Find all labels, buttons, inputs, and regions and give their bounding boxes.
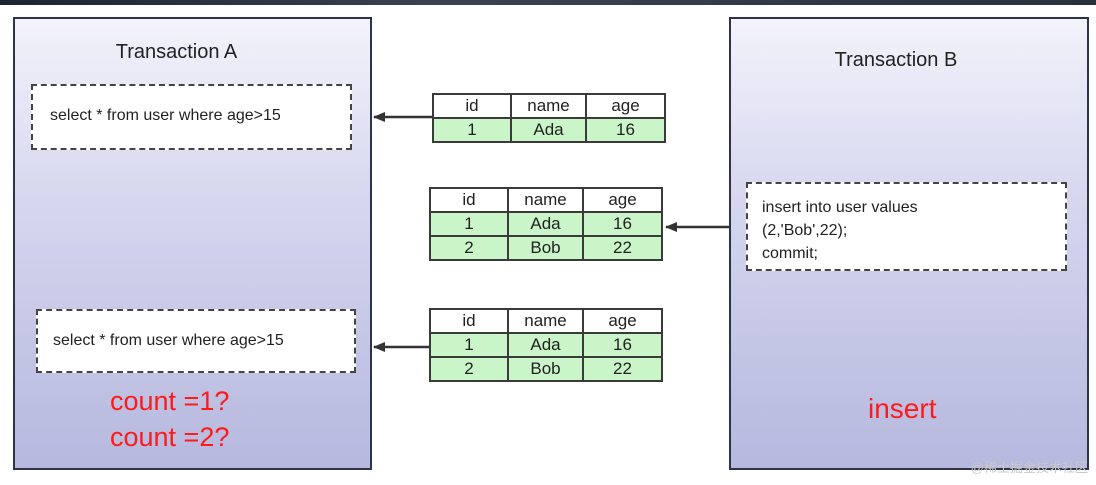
sql-line: insert into user values	[762, 199, 918, 216]
user-table-before-insert: id name age 1 Ada 16	[432, 93, 666, 143]
top-band	[0, 0, 1096, 5]
transaction-a-first-query: select * from user where age>15	[31, 84, 352, 150]
transaction-a-title: Transaction A	[115, 41, 238, 63]
table-cell: 2	[429, 235, 509, 261]
header-cell: age	[582, 308, 663, 334]
header-cell: name	[510, 93, 587, 119]
header-cell: age	[582, 187, 663, 213]
header-cell: age	[585, 93, 666, 119]
table-header-row: id name age	[432, 93, 666, 119]
header-cell: name	[507, 187, 584, 213]
header-cell: name	[507, 308, 584, 334]
table-cell: Ada	[510, 117, 587, 143]
header-cell: id	[429, 187, 509, 213]
table-cell: Ada	[507, 211, 584, 237]
count-one-label: count =1?	[110, 386, 230, 416]
transaction-a-second-query: select * from user where age>15	[36, 309, 356, 373]
count-two-label: count =2?	[110, 422, 230, 452]
table-cell: 1	[429, 211, 509, 237]
table-cell: 16	[585, 117, 666, 143]
table-cell: 22	[582, 235, 663, 261]
table-row: 1 Ada 16	[429, 332, 663, 358]
transaction-b-title: Transaction B	[834, 49, 958, 71]
table-header-row: id name age	[429, 187, 663, 213]
table-cell: 22	[582, 356, 663, 382]
sql-line: commit;	[762, 245, 818, 262]
table-row: 1 Ada 16	[432, 117, 666, 143]
transaction-b-insert-sql: insert into user values (2,'Bob',22); co…	[746, 182, 1067, 271]
table-row: 1 Ada 16	[429, 211, 663, 237]
table-cell: Ada	[507, 332, 584, 358]
table-cell: Bob	[507, 356, 584, 382]
sql-line: (2,'Bob',22);	[762, 222, 848, 239]
header-cell: id	[429, 308, 509, 334]
user-table-second-read: id name age 1 Ada 16 2 Bob 22	[429, 308, 663, 382]
table-cell: 2	[429, 356, 509, 382]
table-cell: 1	[432, 117, 512, 143]
table-header-row: id name age	[429, 308, 663, 334]
table-cell: 16	[582, 211, 663, 237]
table-row: 2 Bob 22	[429, 356, 663, 382]
user-table-after-insert: id name age 1 Ada 16 2 Bob 22	[429, 187, 663, 261]
table-row: 2 Bob 22	[429, 235, 663, 261]
header-cell: id	[432, 93, 512, 119]
table-cell: Bob	[507, 235, 584, 261]
watermark: @稀土掘金技术社区	[970, 460, 1088, 475]
insert-label: insert	[868, 393, 937, 424]
table-cell: 1	[429, 332, 509, 358]
table-cell: 16	[582, 332, 663, 358]
